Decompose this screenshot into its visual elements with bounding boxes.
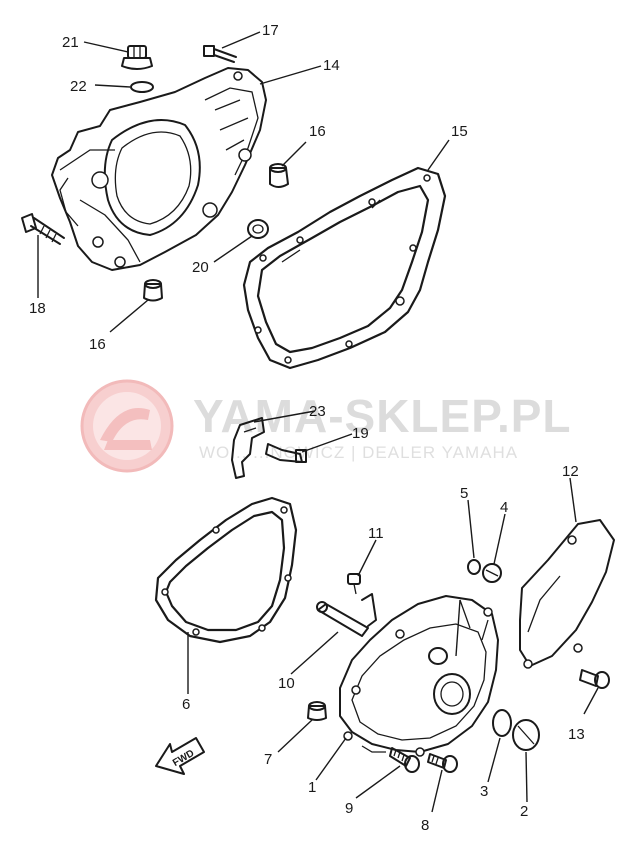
watermark-subtext: WO... ...NOWICZ | DEALER YAMAHA	[199, 443, 518, 462]
callout-21: 21	[62, 34, 79, 51]
cover-plate-12	[519, 519, 615, 669]
callout-3: 3	[480, 783, 488, 800]
o-ring-3	[492, 709, 512, 737]
callout-23: 23	[309, 403, 326, 420]
callout-19: 19	[352, 425, 369, 442]
gasket-15	[242, 166, 447, 370]
shaft-10	[316, 593, 377, 637]
callout-16-upper: 16	[309, 123, 326, 140]
gasket-6	[154, 496, 298, 644]
bolt-18	[21, 213, 65, 245]
callout-1: 1	[308, 779, 316, 796]
callout-11: 11	[368, 525, 384, 542]
callout-6: 6	[182, 696, 190, 713]
watermark: YAMA-SKLEP.PL WO... ...NOWICZ | DEALER Y…	[80, 379, 572, 473]
o-ring-22	[130, 81, 154, 93]
callout-2: 2	[520, 803, 528, 820]
callout-22: 22	[70, 78, 87, 95]
forward-arrow-icon: FWD	[155, 737, 205, 775]
callout-7: 7	[264, 751, 272, 768]
callout-18: 18	[29, 300, 46, 317]
callout-8: 8	[421, 817, 429, 834]
bolt-9	[389, 747, 420, 773]
bolt-19	[265, 443, 307, 463]
crankcase-cover-right	[339, 595, 499, 757]
callout-15: 15	[451, 123, 468, 140]
watermark-logo	[80, 379, 174, 473]
callout-12: 12	[562, 463, 579, 480]
bolt-17	[203, 45, 237, 63]
leader-lines	[37, 31, 599, 813]
bracket-23	[231, 417, 265, 479]
callout-20: 20	[192, 259, 209, 276]
crankcase-cover-top	[51, 67, 267, 271]
callout-13: 13	[568, 726, 585, 743]
plug-4	[482, 563, 502, 583]
oil-filler-plug	[121, 45, 153, 70]
dowel-pin-16-lower	[143, 279, 163, 302]
watermark-text: YAMA-SKLEP.PL	[193, 390, 572, 442]
callout-17: 17	[262, 22, 279, 39]
callout-4: 4	[500, 499, 508, 516]
bolt-8	[427, 753, 458, 773]
oil-seal-20	[247, 219, 269, 239]
callout-5: 5	[460, 485, 468, 502]
cap-2	[512, 719, 540, 751]
dowel-pin-16-upper	[269, 163, 289, 188]
bolt-13	[579, 669, 610, 689]
o-ring-5	[467, 559, 481, 575]
callout-labels: 21 22 17 14 16 15 18 16 20 23 19 11 10 6…	[29, 22, 585, 834]
callout-9: 9	[345, 800, 353, 817]
callout-16-lower: 16	[89, 336, 106, 353]
callout-10: 10	[278, 675, 295, 692]
callout-14: 14	[323, 57, 340, 74]
dowel-pin-7	[307, 701, 327, 721]
screw-11	[347, 573, 361, 595]
